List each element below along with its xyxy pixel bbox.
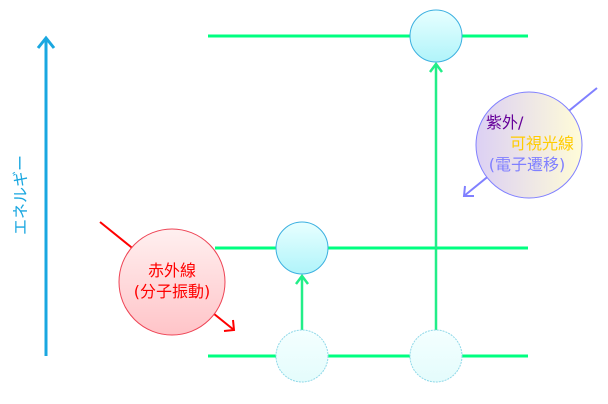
visible-light-label: 可視光線 — [510, 134, 574, 153]
uv-visible-badge — [475, 91, 583, 199]
infrared-sublabel: (分子振動) — [134, 282, 211, 301]
state-circle-excited-vibrational — [275, 221, 329, 275]
electronic-transition-label: (電子遷移) — [489, 155, 566, 174]
transition-arrow-electronic — [429, 61, 443, 330]
infrared-badge — [118, 228, 226, 336]
transition-arrow-vibrational — [295, 273, 309, 330]
state-circle-excited-electronic — [409, 9, 463, 63]
state-circle-ground-left — [275, 329, 329, 383]
energy-axis — [36, 35, 56, 356]
uv-label: 紫外/ — [486, 113, 524, 132]
state-circle-ground-right — [409, 329, 463, 383]
energy-axis-label: エネルギー — [11, 155, 30, 235]
infrared-label: 赤外線 — [148, 261, 196, 280]
